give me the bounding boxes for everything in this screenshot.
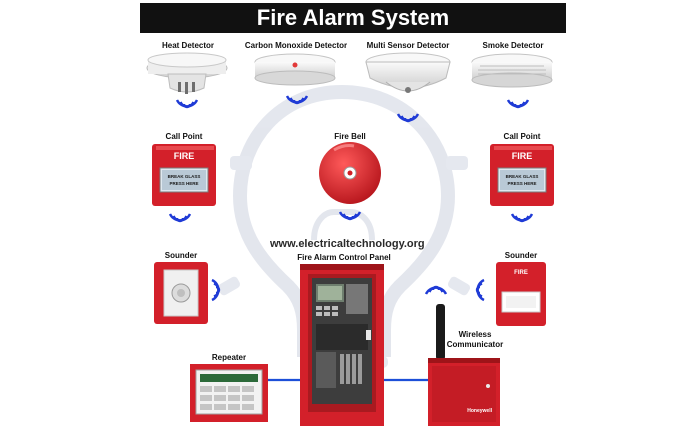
label-sounder-left: Sounder — [164, 251, 198, 260]
sounder-left — [154, 262, 208, 324]
page-title: Fire Alarm System — [140, 3, 566, 33]
wireless-signal-icon — [510, 212, 534, 223]
call-point-right-press-here: PRESS HERE — [507, 181, 537, 186]
label-multi-sensor: Multi Sensor Detector — [366, 41, 450, 50]
wireless-signal-icon — [210, 278, 221, 302]
label-wireless-communicator: Wireless Communicator — [440, 330, 510, 350]
wireless-signal-icon — [424, 285, 448, 296]
call-point-left-press-here: PRESS HERE — [169, 181, 199, 186]
heat-detector — [146, 52, 228, 94]
communicator-brand: Honeywell — [467, 408, 492, 414]
label-sounder-right: Sounder — [504, 251, 538, 260]
website-url: www.electricaltechnology.org — [270, 238, 425, 250]
wireless-communicator — [428, 304, 500, 426]
call-point-right — [490, 144, 554, 206]
wireless-signal-icon — [506, 98, 530, 109]
wireless-signal-icon — [168, 212, 192, 223]
sounder-right — [496, 262, 546, 326]
call-point-left-fire-text: FIRE — [173, 151, 195, 161]
wireless-signal-icon — [175, 98, 199, 109]
call-point-right-break-glass: BREAK GLASS — [505, 174, 539, 179]
label-wireless-line2: Communicator — [446, 340, 504, 349]
multi-sensor-detector — [365, 52, 451, 93]
control-panel — [300, 264, 384, 426]
call-point-left — [152, 144, 216, 206]
repeater — [190, 364, 268, 422]
label-call-point-left: Call Point — [165, 132, 203, 141]
call-point-left-break-glass: BREAK GLASS — [167, 174, 201, 179]
label-fire-bell: Fire Bell — [334, 132, 366, 141]
label-call-point-right: Call Point — [503, 132, 541, 141]
wireless-signal-icon — [475, 278, 486, 302]
label-wireless-line1: Wireless — [458, 330, 492, 339]
fire-bell — [319, 142, 381, 204]
call-point-right-fire-text: FIRE — [511, 151, 533, 161]
co-detector — [254, 53, 336, 86]
label-co-detector: Carbon Monoxide Detector — [244, 41, 348, 50]
label-repeater: Repeater — [211, 353, 247, 362]
label-control-panel: Fire Alarm Control Panel — [297, 253, 391, 262]
sounder-right-fire-text: FIRE — [514, 270, 528, 276]
label-heat-detector: Heat Detector — [161, 41, 214, 50]
label-smoke-detector: Smoke Detector — [482, 41, 544, 50]
smoke-detector — [471, 53, 553, 88]
